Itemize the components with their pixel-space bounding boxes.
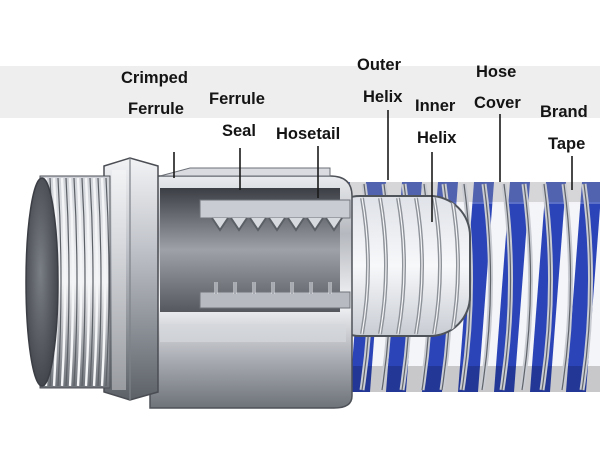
label-brand-tape: Tape [548, 135, 586, 153]
label-inner: Inner [415, 97, 456, 115]
label-outer: Outer [357, 56, 402, 74]
label-hosetail: Hosetail [276, 125, 341, 143]
label-inner-helix: Helix [417, 129, 457, 147]
label-crimped-ferrule: Ferrule [128, 100, 184, 118]
label-outer-helix: Helix [363, 88, 403, 106]
hex-nut [103, 157, 159, 401]
hosetail [160, 188, 351, 312]
label-crimped: Crimped [121, 69, 188, 87]
inner-cutaway [319, 195, 471, 337]
label-ferrule-seal: Seal [222, 122, 256, 140]
label-ferrule: Ferrule [209, 90, 265, 108]
leader-lines [173, 110, 573, 222]
label-hose: Hose [476, 63, 517, 81]
header-band [0, 66, 600, 118]
label-hose-cover: Cover [474, 94, 521, 112]
label-brand: Brand [540, 103, 588, 121]
male-thread [25, 175, 111, 389]
